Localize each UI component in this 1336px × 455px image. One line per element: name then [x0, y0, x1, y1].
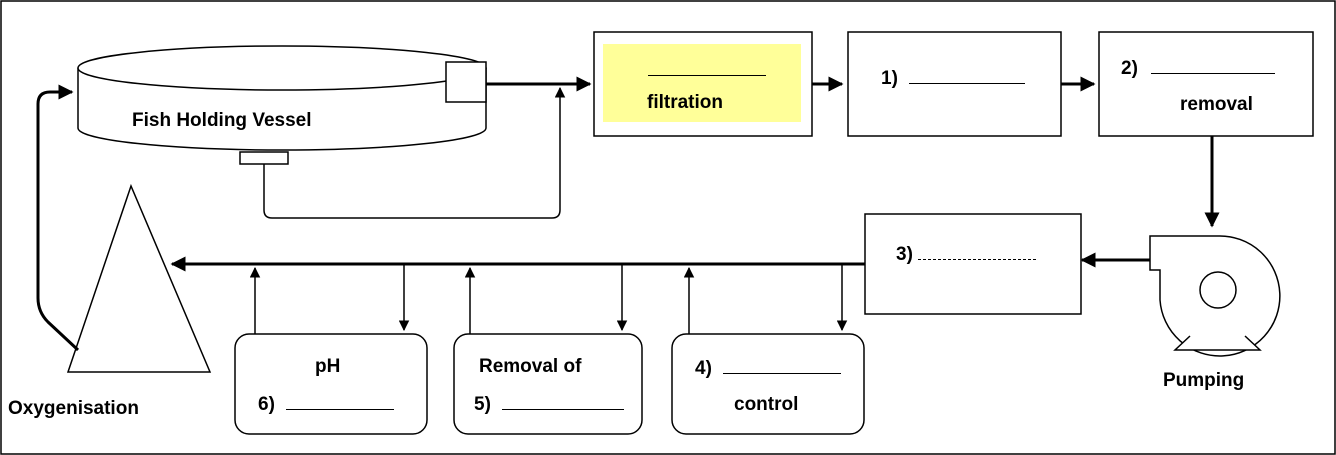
ph-box [234, 333, 428, 435]
removal-box [453, 333, 643, 435]
removal-number-line: 5) [474, 394, 625, 416]
step2-label: 2) [1121, 58, 1276, 80]
oxygenisation-label: Oxygenisation [8, 398, 139, 419]
fish-holding-vessel [77, 45, 487, 165]
removal-blank [502, 395, 625, 410]
ph-number-line: 6) [258, 394, 395, 416]
pumping-label: Pumping [1163, 370, 1245, 391]
ph-label: pH [315, 356, 341, 377]
step2-blank [1151, 59, 1276, 74]
step1-blank [909, 69, 1026, 84]
control-number-line: 4) [695, 358, 842, 380]
oxygenisation-cone [66, 183, 212, 373]
arrow-oxygen-to-vessel [36, 84, 80, 352]
step3-label: 3) [896, 244, 1037, 266]
control-number: 4) [695, 358, 712, 379]
step2-removal: removal [1180, 94, 1253, 115]
control-label: control [734, 394, 799, 415]
filtration-box [593, 31, 813, 137]
removal-number: 5) [474, 394, 491, 415]
control-box [671, 333, 865, 435]
vessel-label: Fish Holding Vessel [132, 110, 312, 131]
step1-box [847, 31, 1062, 137]
ph-blank [286, 395, 395, 410]
step1-number: 1) [881, 68, 898, 89]
control-blank [723, 359, 842, 374]
filtration-blank [648, 60, 766, 82]
ph-number: 6) [258, 394, 275, 415]
step3-box [864, 213, 1082, 315]
step3-number: 3) [896, 244, 913, 265]
removal-of-label: Removal of [479, 356, 582, 377]
step2-number: 2) [1121, 58, 1138, 79]
pump-icon [1149, 235, 1281, 357]
step1-label: 1) [881, 68, 1026, 90]
filtration-label: filtration [647, 92, 723, 113]
arrow-bottom-bypass [263, 86, 566, 219]
step3-blank [918, 245, 1037, 260]
step2-box [1098, 31, 1314, 137]
